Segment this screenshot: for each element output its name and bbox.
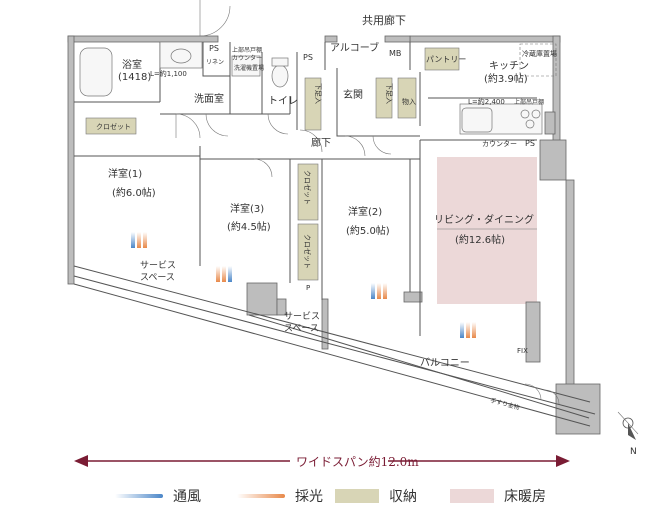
label-service1a: サービス xyxy=(140,260,176,271)
label-roka: 廊下 xyxy=(311,136,331,149)
label-yoshitsu1: 洋室(1) xyxy=(108,167,142,180)
wall-middle-stub xyxy=(276,298,287,316)
label-kitchen-size: (約3.9帖) xyxy=(484,72,528,85)
label-fix: FIX xyxy=(517,347,528,355)
label-sentakuki: 洗濯機置場 xyxy=(234,64,264,72)
label-l2400: L=約2,400 xyxy=(468,97,505,106)
label-genkan: 玄関 xyxy=(343,88,363,101)
label-tesuri: 手すり金物 xyxy=(489,396,520,411)
label-geta2: 下足入 xyxy=(385,83,393,104)
label-yoshitsu1-size: (約6.0帖) xyxy=(112,186,156,199)
legend-ventilation: 通風 xyxy=(115,486,201,506)
label-service2b: スペース xyxy=(284,324,319,334)
label-counter: カウンター xyxy=(232,54,262,62)
shoe-cabinet-1 xyxy=(304,77,322,131)
label-balcony: バルコニー xyxy=(420,357,470,369)
washer-space xyxy=(231,55,261,77)
legend-ventilation-label: 通風 xyxy=(173,489,201,505)
label-linen: リネン xyxy=(206,59,224,66)
legend-storage-label: 収納 xyxy=(389,489,417,505)
label-kamibu-kitchen: 上部吊戸棚 xyxy=(514,98,544,106)
label-counter2: カウンター xyxy=(482,139,517,148)
label-kitchen: キッチン xyxy=(489,60,529,72)
pillar-ps xyxy=(544,111,556,135)
label-kamibu-tsuritodana: 上部吊戸棚 xyxy=(232,46,262,54)
ventilation-lighting-arrows xyxy=(131,232,476,338)
label-service2a: サービス xyxy=(284,311,320,322)
wall-top-left xyxy=(67,35,219,43)
label-p: P xyxy=(306,284,310,292)
label-ld-size: (約12.6帖) xyxy=(455,233,505,246)
wall-top-right xyxy=(409,35,561,43)
label-yoshitsu3: 洋室(3) xyxy=(230,202,264,215)
label-senmenshitsu: 洗面室 xyxy=(194,92,224,105)
label-geta1: 下足入 xyxy=(314,83,322,104)
label-ps-top: PS xyxy=(303,53,313,62)
label-alcove: アルコーブ xyxy=(330,41,379,54)
label-mono: 物入 xyxy=(402,97,416,106)
label-yokushitsu-size: (1418) xyxy=(118,72,151,83)
closet-vertical-1 xyxy=(297,163,319,221)
label-closet-v2: クロゼット xyxy=(303,234,312,269)
pillar-balcony-right xyxy=(525,301,541,363)
toilet-bowl xyxy=(271,64,289,88)
shoe-cabinet-2 xyxy=(375,77,393,119)
label-yoshitsu2: 洋室(2) xyxy=(348,205,382,218)
wall-left xyxy=(67,35,75,285)
span-dimension: ワイドスパン約12.0m xyxy=(74,454,570,469)
label-ps-small: PS xyxy=(209,44,219,53)
label-ld: リビング・ダイニング xyxy=(434,213,534,226)
label-l1100: L=約1,100 xyxy=(150,69,187,78)
legend-lighting: 採光 xyxy=(237,486,323,506)
pillar-right xyxy=(539,139,567,181)
label-reizoko: 冷蔵庫置場 xyxy=(522,49,557,58)
closet-vertical-2 xyxy=(297,223,319,281)
legend-floor-heating-label: 床暖房 xyxy=(504,489,546,505)
label-toilet: トイレ xyxy=(268,96,298,107)
legend-storage: 収納 xyxy=(335,486,417,506)
legend-lighting-label: 採光 xyxy=(295,489,323,505)
floor-heating-area xyxy=(437,157,537,304)
label-closet-v1: クロゼット xyxy=(303,170,312,205)
closet-top xyxy=(85,117,137,135)
bathtub xyxy=(79,47,113,97)
diagonal-wall xyxy=(73,265,591,403)
label-kyoyo-roka: 共用廊下 xyxy=(362,13,406,27)
pillar-balcony-mid xyxy=(403,291,423,303)
label-pantry: パントリー xyxy=(426,55,466,64)
label-service1b: スペース xyxy=(140,273,175,283)
label-ps2: PS xyxy=(525,139,535,148)
label-closet-top: クロゼット xyxy=(96,122,131,131)
label-mb: MB xyxy=(389,49,401,58)
legend: 通風 採光 収納 床暖房 xyxy=(115,486,615,506)
compass: N xyxy=(617,411,639,457)
legend-floor-heating: 床暖房 xyxy=(450,486,546,506)
label-yoshitsu2-size: (約5.0帖) xyxy=(346,224,390,237)
legend-ventilation-swatch xyxy=(115,494,163,498)
label-yoshitsu3-size: (約4.5帖) xyxy=(227,220,271,233)
label-yokushitsu: 浴室 xyxy=(122,58,142,71)
legend-floor-heating-swatch xyxy=(450,489,494,503)
pillar-balcony-left xyxy=(321,298,329,350)
legend-storage-swatch xyxy=(335,489,379,503)
wall-right-lower xyxy=(565,179,575,403)
pillar-middle xyxy=(246,282,278,316)
pantry-storage xyxy=(424,47,460,71)
span-label: ワイドスパン約12.0m xyxy=(296,454,419,469)
storage-mono xyxy=(397,77,417,119)
legend-lighting-swatch xyxy=(237,494,285,498)
fridge-space xyxy=(519,43,557,77)
compass-label: N xyxy=(630,447,637,457)
